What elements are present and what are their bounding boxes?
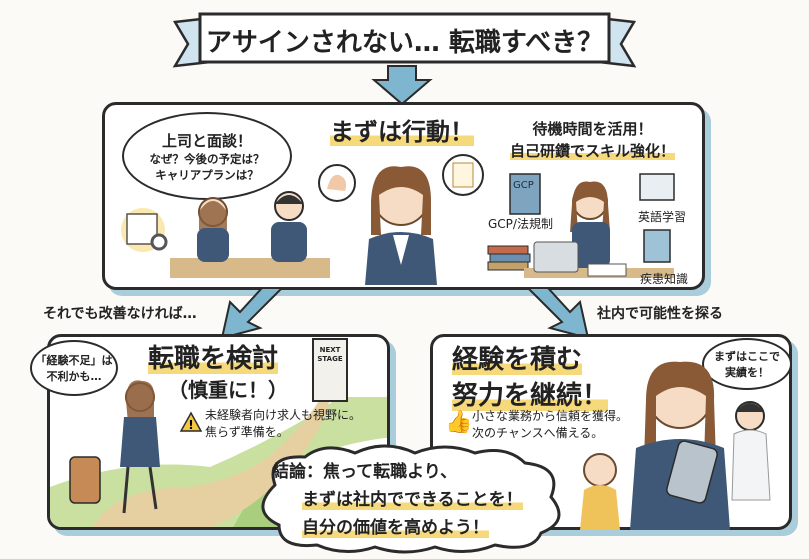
monitor-icon: [639, 173, 675, 201]
tablet-icon: [666, 440, 718, 504]
bubble-line: 上司と面談！: [161, 131, 252, 150]
note-line: 未経験者向け求人も視野に。: [205, 408, 362, 422]
center-title: まずは行動！: [322, 112, 482, 147]
thought-bubble-inexperience: 「経験不足」は 不利かも…: [30, 340, 118, 396]
thought-line: まずはここで: [714, 350, 780, 363]
note-line: 次のチャンスへ備える。: [472, 426, 604, 440]
thought-line: 実績を！: [725, 366, 769, 379]
branch-left-label: それでも改善なければ…: [43, 306, 197, 322]
note-line: 小さな業務から信頼を獲得。: [472, 409, 629, 423]
branch-arrows: [220, 287, 590, 340]
thought-line: 「経験不足」は: [35, 354, 113, 367]
thought-bubble-results: まずはここで 実績を！: [702, 338, 792, 390]
page-title: アサインされない… 転職すべき？: [205, 28, 604, 58]
warning-icon: !: [179, 411, 203, 432]
job-change-title-text: 転職を検討: [148, 344, 279, 374]
center-title-text: まずは行動！: [330, 118, 474, 146]
suitcase-icon: [69, 456, 101, 504]
gear-icon: [150, 233, 168, 251]
door-line: NEXT: [319, 346, 341, 354]
note-line: 焦らず準備を。: [205, 425, 289, 439]
self-study-heading: 待機時間を活用！ 自己研鑽でスキル強化！: [500, 118, 685, 162]
down-arrow: [371, 65, 433, 106]
bubble-line: キャリアプランは？: [155, 167, 259, 182]
title-line: 経験を積む: [452, 345, 583, 375]
door-line: STAGE: [317, 355, 343, 363]
conclusion-line: 自分の価値を高めよう！: [302, 518, 489, 538]
job-change-note: 未経験者向け求人も視野に。 焦らず準備を。: [205, 407, 361, 441]
svg-text:!: !: [188, 418, 193, 432]
title-ribbon: [172, 12, 637, 68]
notebook-icon: [643, 229, 671, 263]
conclusion-line: まずは社内でできることを！: [302, 490, 523, 510]
right-branch-arrow: [525, 287, 590, 340]
book-cover-label: GCP: [513, 180, 534, 191]
thumbs-up-icon: 👍: [445, 410, 473, 435]
self-study-line: 待機時間を活用！: [532, 120, 653, 138]
next-stage-door: NEXT STAGE: [312, 338, 348, 402]
title-line: 努力を継続！: [452, 381, 609, 411]
open-book-icon: [587, 263, 627, 277]
conclusion-text: 結論：焦って転職より、 まずは社内でできることを！ 自分の価値を高めよう！: [262, 458, 562, 542]
branch-right-label: 社内で可能性を探る: [597, 306, 723, 322]
meeting-illustration: [121, 191, 330, 278]
job-change-subtitle: （慎重に！）: [168, 378, 288, 402]
job-change-title: 転職を検討: [148, 338, 279, 375]
thought-line: 不利かも…: [46, 370, 102, 383]
thinking-woman-illustration: [318, 154, 484, 285]
laptop-icon: [533, 241, 579, 273]
study-label-disease: 疾患知識: [640, 272, 689, 286]
internal-growth-note: 小さな業務から信頼を獲得。 次のチャンスへ備える。: [472, 408, 628, 442]
conclusion-line: 結論：焦って転職より、: [272, 462, 458, 482]
internal-growth-title: 経験を積む 努力を継続！: [452, 342, 609, 414]
office-illustration: [580, 361, 771, 530]
self-study-line: 自己研鑽でスキル強化！: [509, 142, 675, 160]
study-label-english: 英語学習: [638, 210, 687, 224]
study-illustration: [487, 173, 675, 278]
bubble-line: なぜ？今後の予定は？: [149, 151, 265, 166]
study-label-gcp: GCP/法規制: [488, 217, 553, 231]
book-icon: [509, 173, 541, 215]
speech-bubble-boss-meeting: 上司と面談！ なぜ？今後の予定は？ キャリアプランは？: [122, 112, 292, 200]
left-branch-arrow: [220, 287, 285, 340]
